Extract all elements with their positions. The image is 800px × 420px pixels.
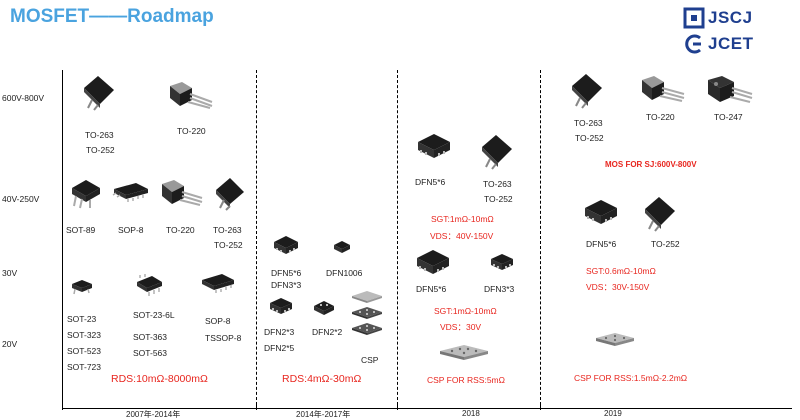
sgt-spec-2019: SGT:0.6mΩ-10mΩ [586,266,656,276]
package-label: TSSOP-8 [205,333,242,343]
package-label: DFN5*6 [586,239,617,249]
package-label: SOT-723 [67,362,102,372]
period-divider-2 [397,70,398,410]
dfn56-package-icon [418,134,450,158]
package-label: CSP [361,355,379,365]
package-label: DFN5*6 [416,284,447,294]
page-title: MOSFET——Roadmap [10,6,214,27]
package-label: TO-220 [166,225,195,235]
jscj-logo-icon [683,7,705,29]
to220-package-icon [162,180,203,206]
dfn23-package-icon [270,298,292,314]
x-tick [397,404,398,409]
csp-spec-2018: CSP FOR RSS:5mΩ [427,375,505,385]
to247-package-icon [708,76,753,103]
company-logo: JSCJ JCET [682,4,794,58]
dfn22-package-icon [314,301,334,315]
package-label: DFN2*2 [312,327,343,337]
period-label: 2007年-2014年 [126,410,181,419]
jcet-logo-icon [685,34,701,54]
period-label: 2018 [462,409,480,418]
logo-jscj-text: JSCJ [708,8,753,27]
package-label: DFN3*3 [484,284,515,294]
dfn1006-package-icon [334,241,350,253]
package-label: TO-252 [86,145,115,155]
rds-range-2014: RDS:4mΩ-30mΩ [282,373,362,385]
package-label: DFN2*3 [264,327,295,337]
voltage-label: 30V [2,268,18,278]
sgt-spec-2018: SGT:1mΩ-10mΩ [431,214,494,224]
package-label: TO-252 [575,133,604,143]
package-label: DFN5*6 [271,268,302,278]
dfn56-package-icon [585,200,617,224]
period-divider-1 [256,70,257,410]
package-label: SOT-563 [133,348,168,358]
vds-spec-2018: VDS：30V [440,322,482,332]
period-divider-3 [540,70,541,410]
package-label: TO-263 [574,118,603,128]
package-label: SOP-8 [118,225,144,235]
package-label: SOT-23 [67,314,97,324]
package-label: DFN2*5 [264,343,295,353]
to252-package-icon [645,197,675,232]
package-label: SOT-523 [67,346,102,356]
package-label: DFN1006 [326,268,363,278]
package-label: TO-263 [85,130,114,140]
package-label: SOT-363 [133,332,168,342]
to263-package-icon [216,178,244,211]
package-label: SOT-89 [66,225,96,235]
package-label: TO-252 [651,239,680,249]
logo-jcet-text: JCET [708,34,754,53]
vds-spec-2018: VDS：40V-150V [430,231,494,241]
to220-package-icon [642,76,685,102]
package-label: TO-252 [214,240,243,250]
dfn56-package-icon [274,236,298,254]
y-axis [62,70,63,410]
package-label: SOP-8 [205,316,231,326]
csp-package-icon [352,291,382,335]
package-label: TO-263 [483,179,512,189]
package-label: TO-263 [213,225,242,235]
package-label: DFN3*3 [271,280,302,290]
package-label: TO-220 [646,112,675,122]
mos-sj-spec-2019: MOS FOR SJ:600V-800V [605,160,697,169]
period-label: 2014年-2017年 [296,410,351,419]
package-label: TO-247 [714,112,743,122]
to220-package-icon [170,82,213,109]
voltage-label: 40V-250V [2,194,40,204]
dfn33-package-icon [491,254,513,270]
to263-package-icon [482,135,512,170]
sot23-package-icon [72,280,92,295]
rds-range-2007: RDS:10mΩ-8000mΩ [111,373,208,385]
package-label: SOT-323 [67,330,102,340]
to263-package-icon [572,74,602,109]
csp-spec-2019: CSP FOR RSS:1.5mΩ-2.2mΩ [574,373,688,383]
package-label: TO-252 [484,194,513,204]
csp-package-icon [440,345,488,360]
sgt-spec-2018: SGT:1mΩ-10mΩ [434,306,497,316]
x-tick [256,404,257,409]
csp-package-icon [596,333,634,346]
period-label: 2019 [604,409,622,418]
voltage-label: 20V [2,339,18,349]
vds-spec-2019: VDS：30V-150V [586,282,650,292]
x-axis [62,408,792,409]
package-label: DFN5*6 [415,177,446,187]
package-label: TO-220 [177,126,206,136]
package-label: SOT-23-6L [133,310,175,320]
dfn56-package-icon [417,250,449,274]
sot23-6l-package-icon [137,274,162,296]
sot89-package-icon [72,180,100,209]
to263-package-icon [84,76,114,111]
voltage-label: 600V-800V [2,93,45,103]
x-tick [540,404,541,409]
sop8-package-icon [112,183,148,202]
sop8-package-icon [202,274,234,293]
